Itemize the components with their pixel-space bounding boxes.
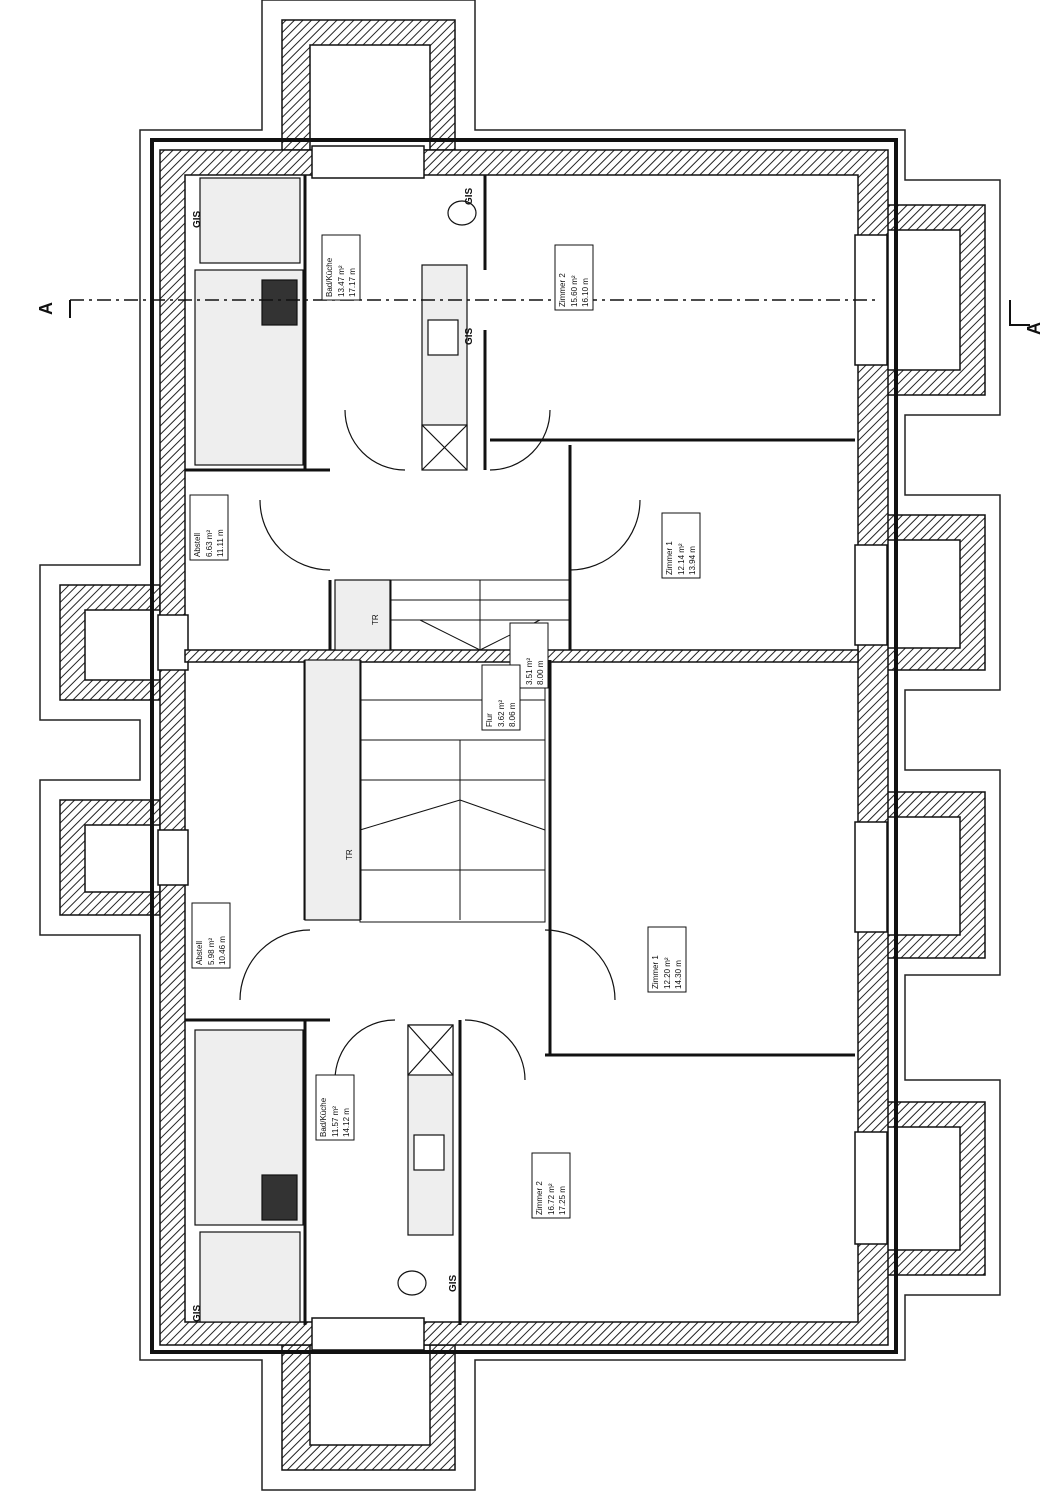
section-mark-bottom-line <box>1009 300 1030 326</box>
svg-text:16.72 m²: 16.72 m² <box>547 1183 556 1215</box>
svg-text:Zimmer 2: Zimmer 2 <box>558 273 567 307</box>
svg-text:11.11 m: 11.11 m <box>216 529 225 557</box>
svg-text:12.14 m²: 12.14 m² <box>677 543 686 575</box>
svg-text:Bad/Küche: Bad/Küche <box>319 1097 328 1137</box>
exterior-walls <box>150 138 898 1354</box>
svg-text:Zimmer 1: Zimmer 1 <box>665 541 674 575</box>
svg-text:Bad/Küche: Bad/Küche <box>325 257 334 297</box>
svg-text:13.94 m: 13.94 m <box>688 546 697 575</box>
stair-label: TR <box>345 849 354 860</box>
section-mark-top: A <box>36 302 56 315</box>
svg-text:14.30 m: 14.30 m <box>674 960 683 989</box>
svg-text:15.60 m²: 15.60 m² <box>570 275 579 307</box>
section-mark-bottom: A <box>1024 322 1044 335</box>
svg-text:6.63 m²: 6.63 m² <box>205 530 214 557</box>
svg-text:8.06 m: 8.06 m <box>508 702 517 727</box>
svg-text:3.62 m²: 3.62 m² <box>497 700 506 727</box>
svg-text:17.25 m: 17.25 m <box>558 1186 567 1215</box>
svg-text:5.98 m²: 5.98 m² <box>207 938 216 965</box>
gis-label: GIS <box>464 327 475 345</box>
gis-label: GIS <box>464 187 475 205</box>
svg-text:Zimmer 1: Zimmer 1 <box>651 955 660 989</box>
svg-text:14.12 m: 14.12 m <box>342 1108 351 1137</box>
svg-text:Flur: Flur <box>485 713 494 727</box>
stairs <box>359 579 571 923</box>
gis-label: GIS <box>192 210 203 228</box>
stair-label: TR <box>371 614 380 625</box>
gis-label: GIS <box>192 1304 203 1322</box>
fixtures <box>194 177 477 1323</box>
svg-text:3.51 m²: 3.51 m² <box>525 658 534 685</box>
svg-text:Abstell: Abstell <box>193 533 202 557</box>
svg-text:Abstell: Abstell <box>195 941 204 965</box>
svg-text:16.10 m: 16.10 m <box>581 278 590 307</box>
svg-text:12.20 m²: 12.20 m² <box>663 957 672 989</box>
dormers <box>59 19 986 1471</box>
gis-label: GIS <box>448 1274 459 1292</box>
svg-text:10.46 m: 10.46 m <box>218 936 227 965</box>
doors <box>239 409 641 1081</box>
svg-text:17.17 m: 17.17 m <box>348 268 357 297</box>
outer-outline <box>39 0 1001 1491</box>
svg-text:8.00 m: 8.00 m <box>536 660 545 685</box>
svg-text:11.57 m²: 11.57 m² <box>331 1106 340 1137</box>
svg-text:13.47 m²: 13.47 m² <box>337 265 346 297</box>
svg-text:Zimmer 2: Zimmer 2 <box>535 1181 544 1215</box>
windows <box>157 145 888 1351</box>
